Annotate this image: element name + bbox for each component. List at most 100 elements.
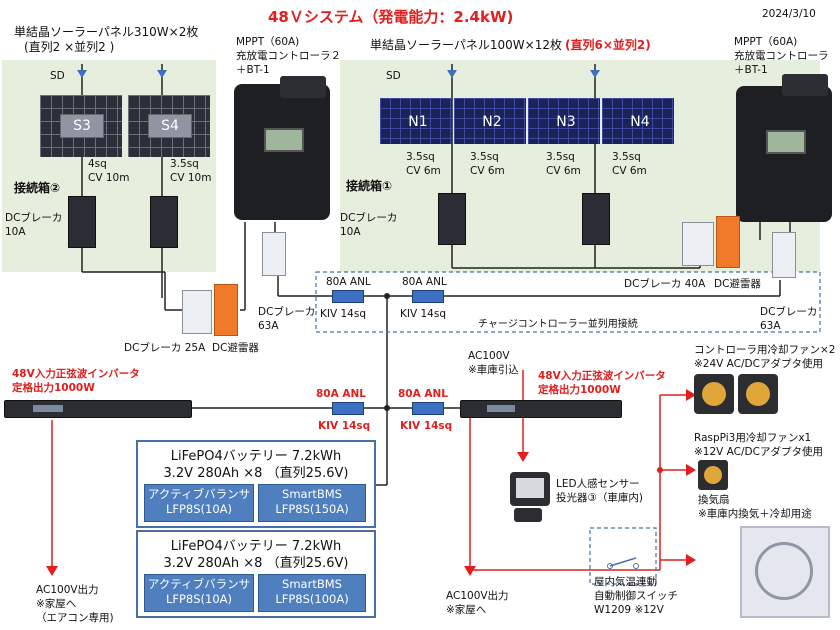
label-dc-breaker-63a-left-1: DCブレーカ <box>258 306 316 318</box>
battery-1-bms-line1: SmartBMS <box>282 487 342 501</box>
label-dc-breaker-25a: DCブレーカ 25A <box>124 342 206 354</box>
right-array-heading: 単結晶ソーラーパネル100W×12枚 <box>370 38 562 52</box>
ventilation-fan-icon <box>740 526 830 618</box>
mppt-left-line2: 充放電コントローラ２ <box>236 50 341 62</box>
date-label: 2024/3/10 <box>762 8 816 20</box>
junction-switch-s3 <box>68 196 96 248</box>
mppt-controller-right <box>736 86 832 222</box>
label-ac-out-left-2: ※家屋へ <box>36 598 77 610</box>
battery-pack-1: LiFePO4バッテリー 7.2kWh 3.2V 280Ah ×8 （直列25.… <box>136 440 376 528</box>
left-array-heading: 単結晶ソーラーパネル310W×2枚 <box>14 25 199 39</box>
label-dc-breaker-63a-right-1: DCブレーカ <box>760 306 818 318</box>
panel-s4-label: S4 <box>148 114 192 138</box>
left-wire-2-cable: CV 10m <box>170 172 212 184</box>
battery-1-balancer-line2: LFP8S(10A) <box>165 502 233 516</box>
panel-n3-label: N3 <box>556 114 576 130</box>
left-sd-label: SD <box>50 70 65 82</box>
left-dc-breaker-rating: 10A <box>5 226 26 238</box>
left-dc-breaker-label: DCブレーカ <box>5 212 63 224</box>
mppt-right-line3: ＋BT-1 <box>734 64 768 76</box>
dc-breaker-63a-right <box>772 232 796 278</box>
right-wire-1-cable: CV 6m <box>406 165 441 177</box>
label-vent-1: 換気扇 <box>698 494 730 506</box>
junction-box-2-label: 接続箱② <box>14 181 61 195</box>
right-wire-3-size: 3.5sq <box>546 151 575 163</box>
label-anl-80a-1: 80A ANL <box>326 276 371 288</box>
battery-2-balancer-line2: LFP8S(10A) <box>165 592 233 606</box>
anl-fuse-1 <box>332 290 364 303</box>
battery-pack-2: LiFePO4バッテリー 7.2kWh 3.2V 280Ah ×8 （直列25.… <box>136 530 376 618</box>
panel-n2 <box>454 98 526 144</box>
controller-fan-1-icon <box>694 374 734 414</box>
right-wire-4-size: 3.5sq <box>612 151 641 163</box>
right-dc-breaker-rating: 10A <box>340 226 361 238</box>
left-array-config: (直列2 ×並列2 ) <box>24 40 115 54</box>
battery-1-spec: 3.2V 280Ah ×8 （直列25.6V) <box>163 466 349 481</box>
bt1-module-right <box>782 74 828 96</box>
label-inv-right-1: 48V入力正弦波インバータ <box>538 370 666 382</box>
junction-switch-s4 <box>150 196 178 248</box>
battery-2-bms-line1: SmartBMS <box>282 577 342 591</box>
label-switch-3: W1209 ※12V <box>594 604 664 616</box>
panel-n3 <box>528 98 600 144</box>
right-wire-2-cable: CV 6m <box>470 165 505 177</box>
label-anl-red-1: 80A ANL <box>316 388 366 400</box>
label-anl-80a-2: 80A ANL <box>402 276 447 288</box>
mppt-right-line1: MPPT（60A) <box>734 36 798 48</box>
battery-2-balancer-line1: アクティブバランサ <box>147 577 251 591</box>
panel-n1-label: N1 <box>408 114 428 130</box>
mppt-controller-left <box>234 84 330 220</box>
battery-2-bms: SmartBMS LFP8S(100A) <box>258 574 366 612</box>
dc-breaker-63a-left <box>262 232 286 276</box>
mppt-right-line2: 充放電コントローラ <box>734 50 829 62</box>
right-wire-1-size: 3.5sq <box>406 151 435 163</box>
label-dc-arrester-right: DC避雷器 <box>714 278 761 290</box>
junction-switch-n3 <box>582 193 610 245</box>
battery-1-balancer: アクティブバランサ LFP8S(10A) <box>144 484 254 522</box>
label-kiv-red-1: KIV 14sq <box>318 420 371 432</box>
left-wire-1-cable: CV 10m <box>88 172 130 184</box>
label-kiv-1: KIV 14sq <box>320 308 366 320</box>
label-fan-pi-1: RaspPi3用冷却ファンx1 <box>694 432 812 444</box>
anl-fuse-red-2 <box>412 402 444 415</box>
battery-2-spec: 3.2V 280Ah ×8 （直列25.6V) <box>163 556 349 571</box>
right-array-config: (直列6×並列2) <box>565 38 651 52</box>
battery-2-balancer: アクティブバランサ LFP8S(10A) <box>144 574 254 612</box>
right-wire-4-cable: CV 6m <box>612 165 647 177</box>
label-ac-out-left-1: AC100V出力 <box>36 584 99 596</box>
led-floodlight-icon <box>510 472 550 506</box>
panel-n4 <box>602 98 674 144</box>
panel-n2-label: N2 <box>482 114 502 130</box>
label-ac100-in-2: ※車庫引込 <box>468 364 519 376</box>
raspi-fan-icon <box>698 460 728 490</box>
left-wire-2-size: 3.5sq <box>170 158 199 170</box>
label-vent-2: ※車庫内換気＋冷却用途 <box>698 508 812 520</box>
label-dc-breaker-63a-left-2: 63A <box>258 320 279 332</box>
label-fan-pi-2: ※12V AC/DCアダプタ使用 <box>694 446 823 458</box>
right-wire-2-size: 3.5sq <box>470 151 499 163</box>
dc-breaker-25a <box>182 290 212 334</box>
label-ac-out-right-1: AC100V出力 <box>446 590 509 602</box>
label-kiv-red-2: KIV 14sq <box>400 420 453 432</box>
right-sd-label: SD <box>386 70 401 82</box>
anl-fuse-red-1 <box>332 402 364 415</box>
battery-1-title: LiFePO4バッテリー 7.2kWh <box>170 449 342 464</box>
inverter-left <box>4 400 192 418</box>
left-wire-1-size: 4sq <box>88 158 107 170</box>
inverter-right <box>460 400 622 418</box>
label-kiv-2: KIV 14sq <box>400 308 446 320</box>
label-ac-out-left-3: （エアコン専用) <box>36 612 114 624</box>
label-fan-ctrl-2: ※24V AC/DCアダプタ使用 <box>694 358 823 370</box>
page-title: 48Ｖシステム（発電能力：2.4kW) <box>268 8 514 26</box>
dc-surge-arrester-left <box>214 284 238 336</box>
panel-n1 <box>380 98 452 144</box>
anl-fuse-2 <box>412 290 444 303</box>
mppt-left-line1: MPPT（60A) <box>236 36 300 48</box>
right-wire-3-cable: CV 6m <box>546 165 581 177</box>
panel-n4-label: N4 <box>630 114 650 130</box>
dc-surge-arrester-right <box>716 216 740 268</box>
battery-1-balancer-line1: アクティブバランサ <box>147 487 251 501</box>
label-switch-1: 屋内気温連動 <box>594 576 657 588</box>
label-led-2: 投光器③（車庫内) <box>556 492 644 504</box>
label-inv-left-2: 定格出力1000W <box>12 382 95 394</box>
